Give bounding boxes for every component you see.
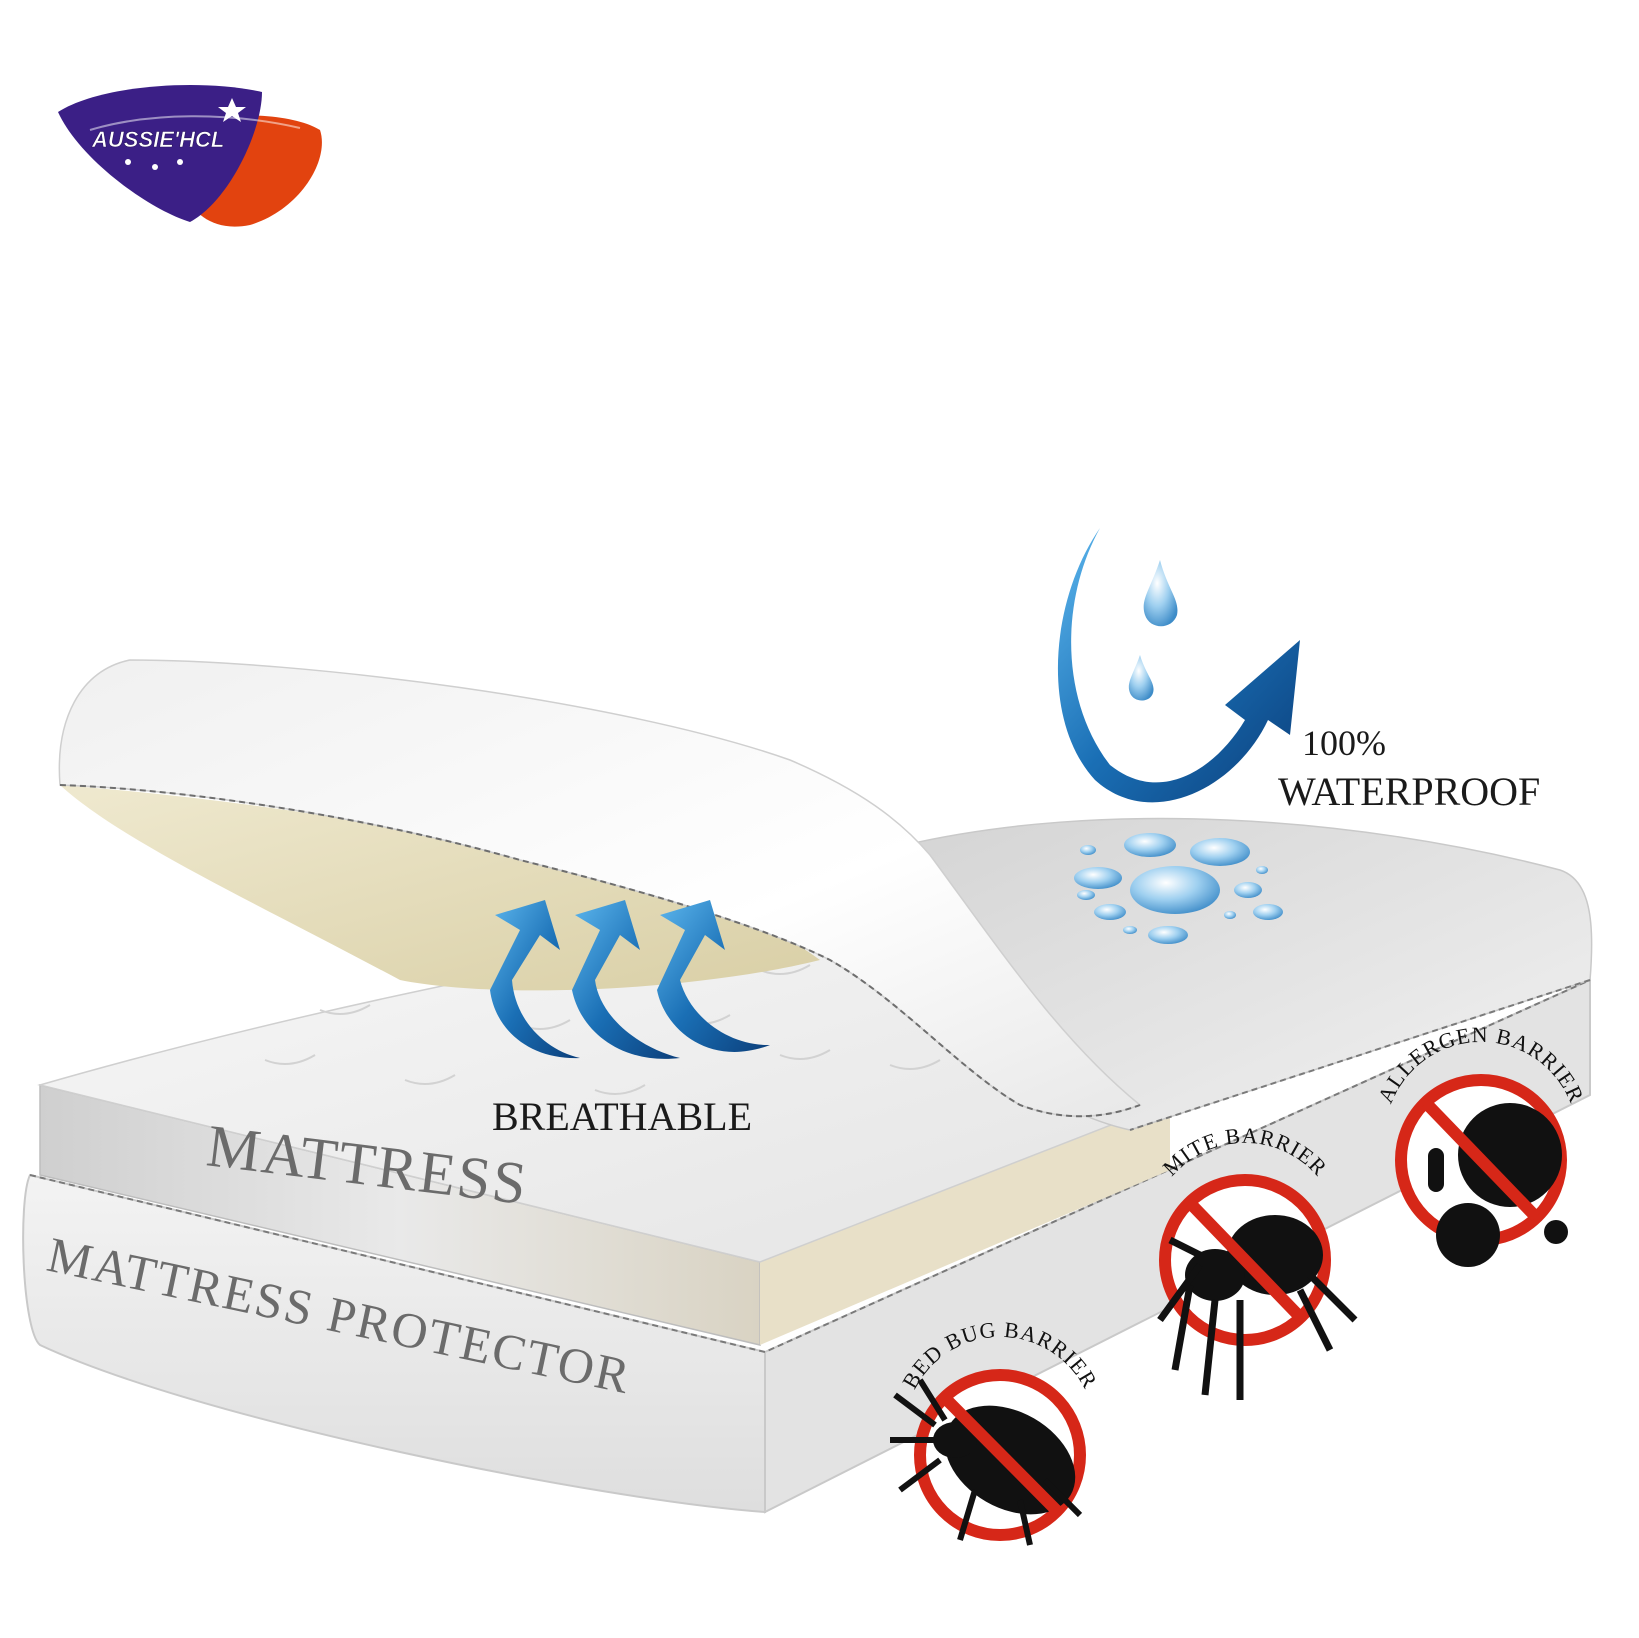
brand-logo-text: AUSSIE'HCL <box>91 127 224 152</box>
allergen-icon <box>1428 1103 1568 1267</box>
waterproof-pct-label: 100% <box>1302 723 1386 763</box>
waterproof-arrow-icon <box>1057 528 1300 803</box>
protector-side <box>22 1173 766 1514</box>
brand-logo: AUSSIE'HCL <box>58 84 322 227</box>
mite-icon <box>1157 1215 1358 1400</box>
waterproof-label: WATERPROOF <box>1278 769 1540 814</box>
water-beads <box>1074 833 1283 944</box>
breathable-label: BREATHABLE <box>492 1094 752 1139</box>
breathable-arrows-icon <box>490 900 770 1059</box>
